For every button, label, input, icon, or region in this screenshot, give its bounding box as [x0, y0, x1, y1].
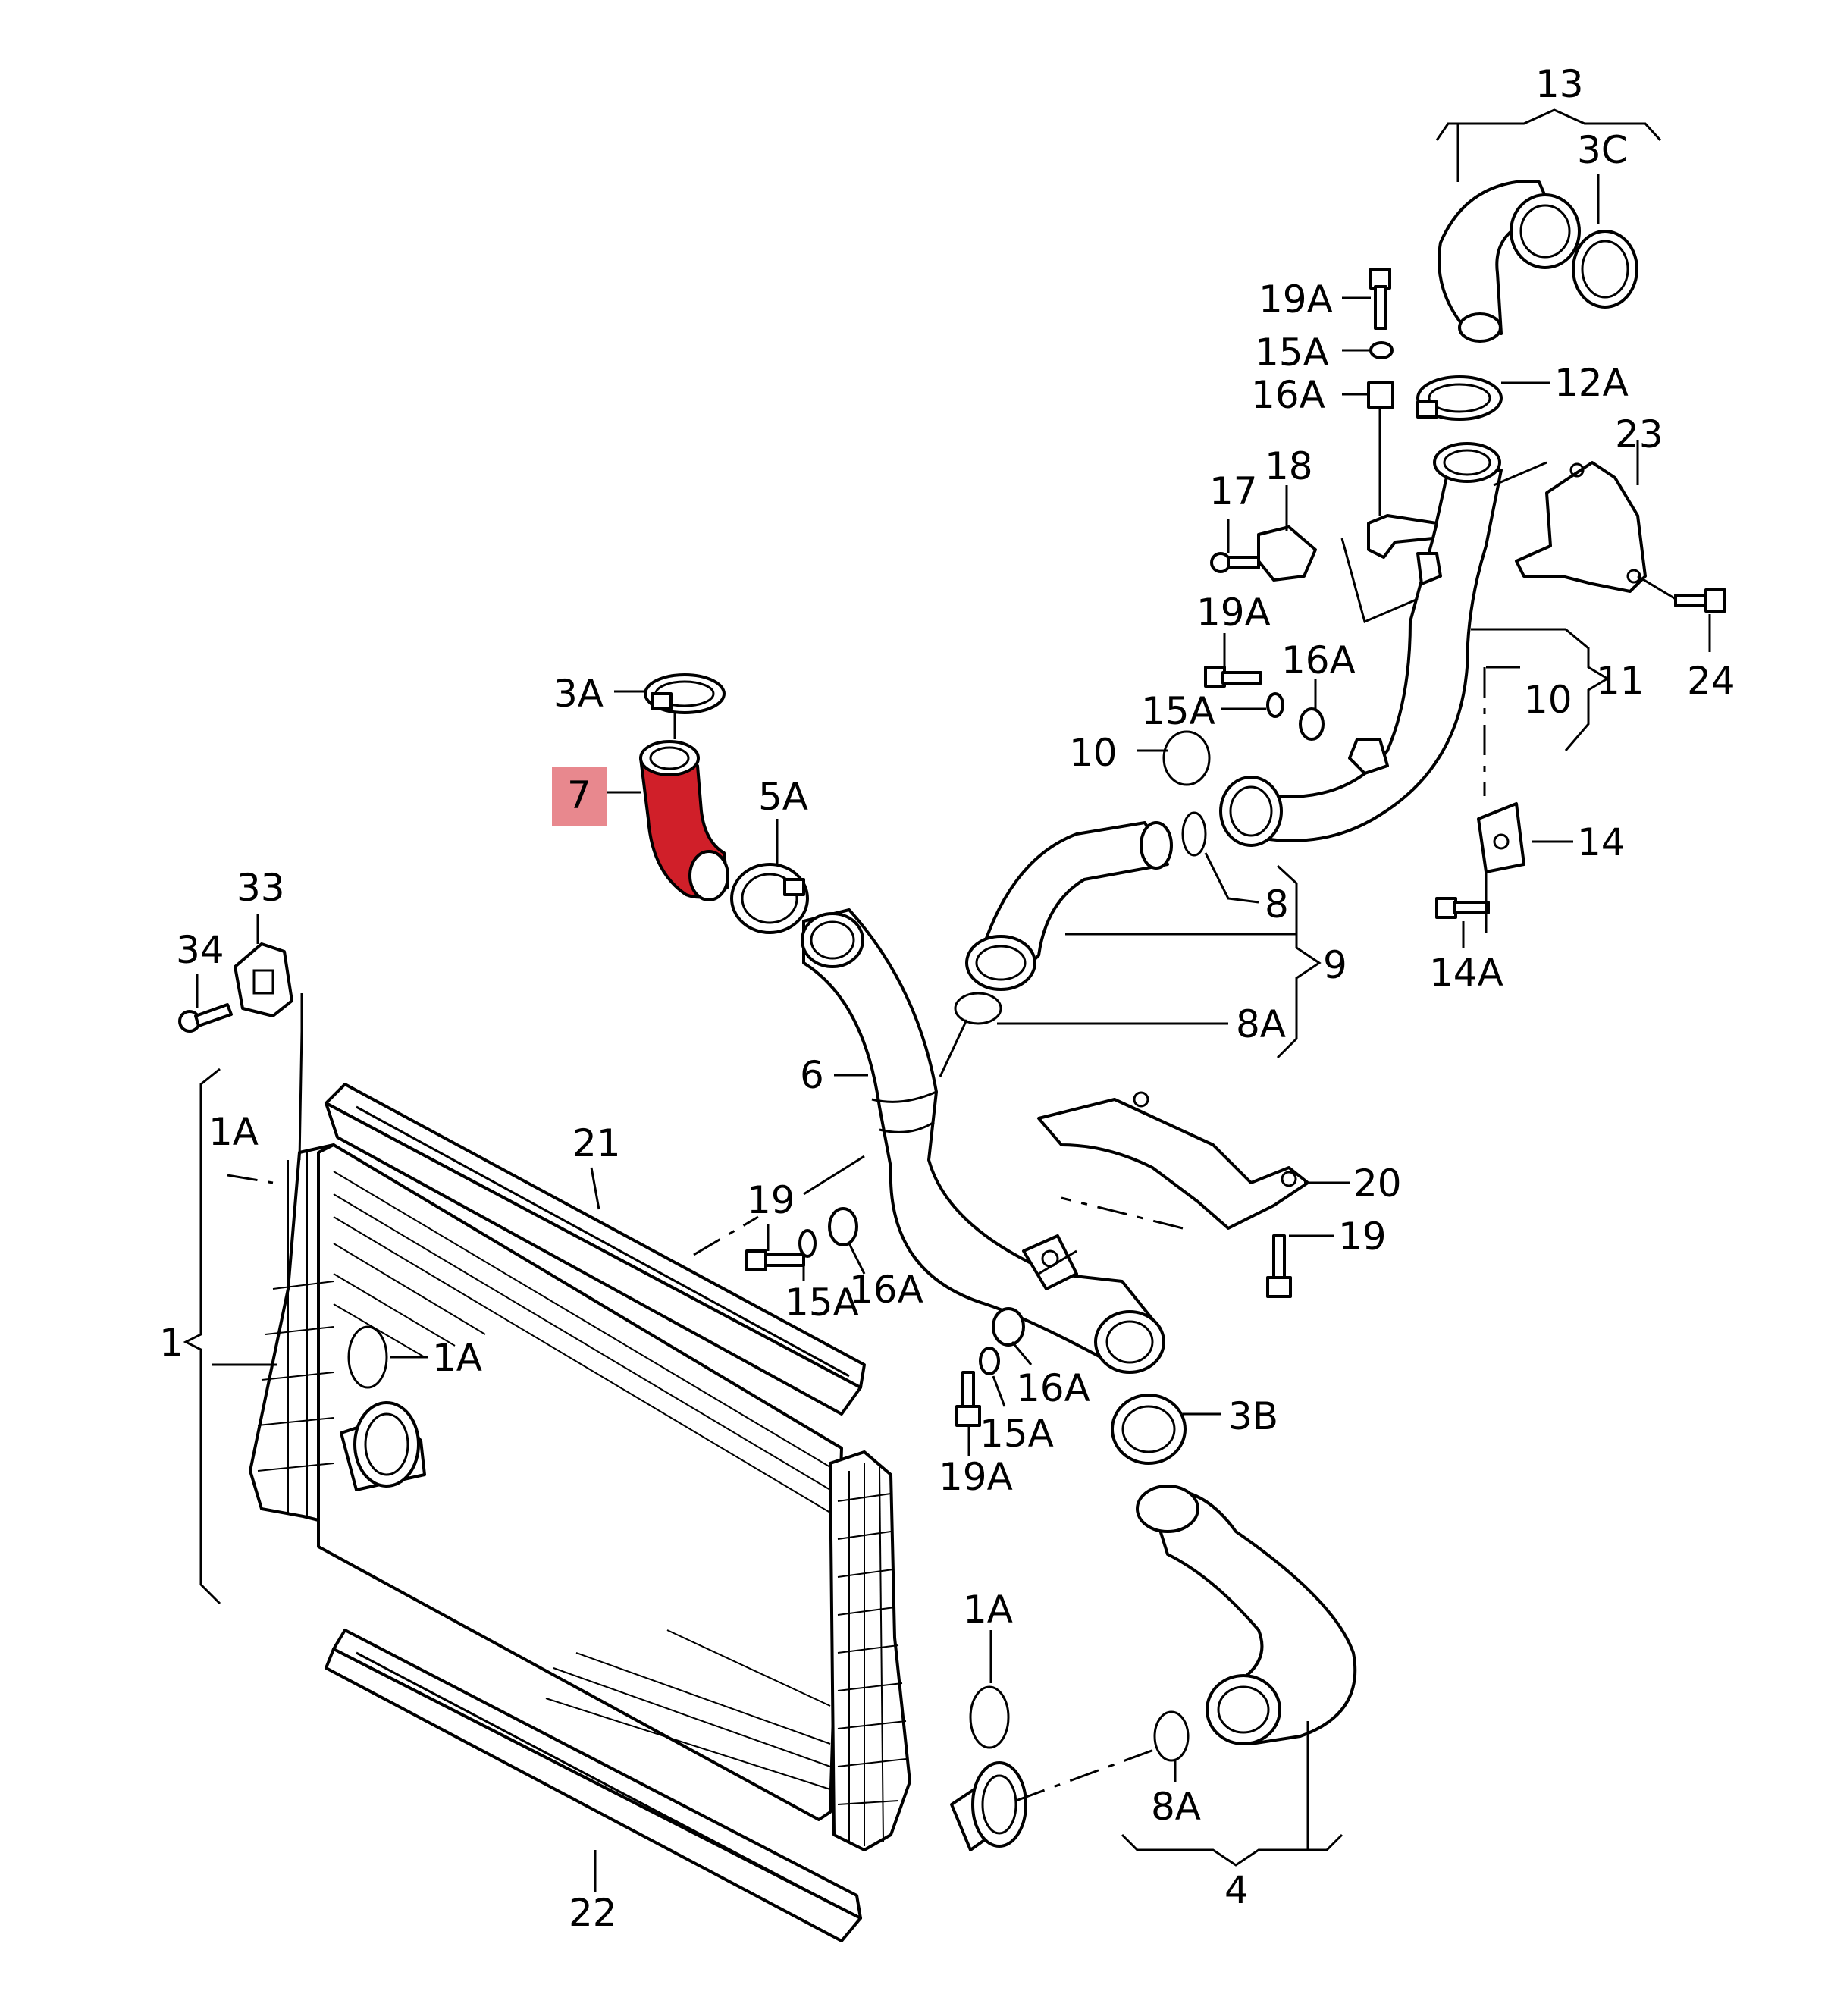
label-15a-bot: 15A: [980, 1412, 1054, 1456]
callout-labels: 13 3C 19A 15A 16A 12A 23 17 18 19A 16A 1…: [159, 62, 1735, 1935]
label-3c: 3C: [1577, 128, 1628, 172]
bottom-rail[interactable]: [325, 1629, 862, 1942]
screw-34[interactable]: [178, 1003, 233, 1033]
label-16a-mid: 16A: [1281, 638, 1356, 682]
label-8a-bot: 8A: [1151, 1785, 1201, 1829]
label-15a-top: 15A: [1255, 331, 1329, 375]
clamp-3b[interactable]: [1111, 1394, 1187, 1465]
hose-9[interactable]: [965, 821, 1173, 991]
label-15a-mid: 15A: [1141, 689, 1215, 733]
grommet-16a-mid[interactable]: [1299, 707, 1325, 741]
label-5a: 5A: [758, 775, 808, 819]
label-23: 23: [1615, 412, 1663, 456]
pipe-11[interactable]: [1219, 442, 1503, 847]
washer-15a-top[interactable]: [1369, 341, 1394, 359]
label-8a-top: 8A: [1236, 1002, 1286, 1046]
bolt-19-left[interactable]: [745, 1249, 805, 1271]
bracket-14[interactable]: [1477, 802, 1525, 873]
label-9: 9: [1323, 943, 1347, 987]
label-11: 11: [1596, 659, 1644, 703]
label-3a: 3A: [553, 672, 604, 716]
bracket-23[interactable]: [1515, 461, 1647, 593]
label-10-left: 10: [1069, 731, 1118, 775]
label-10-right: 10: [1524, 678, 1572, 722]
label-33: 33: [237, 866, 285, 910]
o-ring-1a-lower[interactable]: [969, 1685, 1010, 1749]
label-19-left: 19: [747, 1178, 795, 1222]
label-14a: 14A: [1429, 951, 1503, 995]
label-19a-bot: 19A: [939, 1455, 1013, 1499]
label-16a-top: 16A: [1251, 373, 1325, 417]
label-19-right: 19: [1338, 1215, 1387, 1259]
hose-4[interactable]: [1136, 1485, 1357, 1745]
clamp-5a[interactable]: [730, 863, 809, 934]
charge-air-pipe-6[interactable]: [801, 908, 1165, 1374]
label-8: 8: [1265, 883, 1289, 926]
bolt-14a[interactable]: [1435, 897, 1490, 919]
o-ring-8a-lower[interactable]: [1153, 1710, 1190, 1762]
label-19a-top: 19A: [1259, 277, 1333, 321]
bolt-19a-mid[interactable]: [1204, 666, 1262, 688]
washer-15a-mid[interactable]: [1266, 692, 1284, 718]
label-16a-bot: 16A: [1016, 1366, 1090, 1410]
clamp-12a[interactable]: [1416, 375, 1503, 421]
washer-15a-left[interactable]: [798, 1229, 817, 1258]
label-1: 1: [159, 1321, 183, 1365]
label-18: 18: [1265, 444, 1313, 488]
label-16a-low: 16A: [849, 1268, 923, 1312]
label-22: 22: [569, 1891, 617, 1935]
o-ring-1a-mid[interactable]: [347, 1325, 388, 1389]
label-24: 24: [1687, 659, 1735, 703]
label-7-highlight: [552, 767, 607, 826]
grommet-16a-lower[interactable]: [992, 1307, 1025, 1347]
label-17: 17: [1209, 469, 1258, 513]
label-1a-low: 1A: [963, 1588, 1013, 1632]
clamp-3c[interactable]: [1572, 230, 1638, 309]
label-19a-mid: 19A: [1196, 591, 1271, 635]
label-1a-mid: 1A: [432, 1336, 482, 1380]
label-21: 21: [572, 1121, 621, 1165]
washer-15a-lower[interactable]: [979, 1347, 1000, 1375]
label-7: 7: [567, 773, 591, 817]
bracket-pipe-mount[interactable]: [1367, 514, 1438, 559]
label-3b: 3B: [1228, 1394, 1278, 1438]
label-15a-low: 15A: [785, 1281, 859, 1325]
leader-lines: [183, 108, 1711, 1892]
label-14: 14: [1577, 820, 1626, 864]
bolt-19a-lower[interactable]: [955, 1371, 981, 1427]
grommet-16a-top[interactable]: [1367, 381, 1394, 409]
label-34: 34: [176, 928, 224, 972]
label-20: 20: [1353, 1162, 1402, 1206]
top-rail[interactable]: [325, 1083, 866, 1416]
o-ring-10-left[interactable]: [1162, 730, 1211, 786]
grommet-16a-left[interactable]: [828, 1207, 858, 1246]
bolt-19-right[interactable]: [1266, 1234, 1292, 1298]
o-ring-8[interactable]: [1181, 811, 1207, 857]
label-1a-left: 1A: [208, 1110, 259, 1154]
o-ring-8a-upper[interactable]: [954, 992, 1002, 1025]
bracket-20[interactable]: [1037, 1091, 1309, 1230]
label-13: 13: [1535, 62, 1584, 106]
clamp-3a-upper[interactable]: [644, 673, 726, 714]
bracket-18[interactable]: [1257, 525, 1317, 582]
bolt-19a-top[interactable]: [1369, 268, 1391, 330]
hose-7-highlighted[interactable]: [639, 740, 729, 901]
bolt-24[interactable]: [1674, 588, 1726, 613]
bolt-17[interactable]: [1210, 552, 1260, 573]
label-12a: 12A: [1554, 361, 1629, 405]
intercooler[interactable]: [249, 1143, 1027, 1851]
bracket-33[interactable]: [234, 942, 293, 1017]
label-6: 6: [800, 1053, 824, 1097]
hose-13[interactable]: [1438, 180, 1581, 343]
label-4: 4: [1224, 1868, 1249, 1912]
